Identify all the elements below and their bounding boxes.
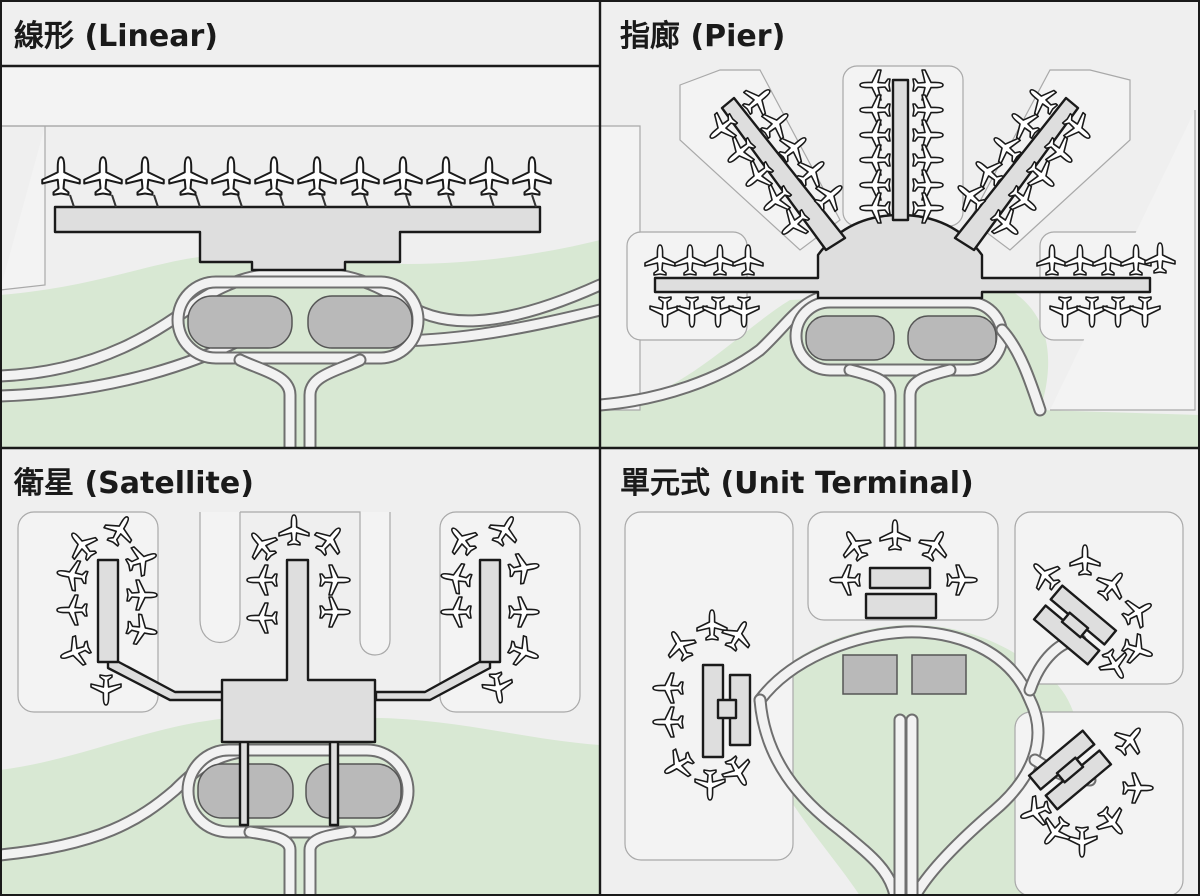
parking-lot	[805, 315, 895, 361]
panel-linear: 線形 (Linear)	[0, 19, 600, 448]
parking-lot	[907, 315, 997, 361]
pier-northeast	[953, 96, 1080, 252]
parking-lot	[307, 295, 413, 349]
panel-title-pier: 指廊 (Pier)	[620, 19, 785, 54]
panel-title-linear: 線形 (Linear)	[14, 19, 218, 54]
parking-lot	[305, 763, 402, 819]
unit-terminal-north	[864, 566, 938, 620]
satellite-main-terminal	[220, 558, 377, 744]
jet-bridges-linear	[69, 194, 537, 208]
pier-north	[891, 78, 910, 222]
satellite-west	[96, 558, 120, 664]
unit-terminal-southeast	[1027, 729, 1113, 811]
roads-linear	[0, 265, 600, 448]
satellite-east	[478, 558, 502, 664]
unit-terminal-west	[701, 663, 752, 759]
panel-title-satellite: 衛星 (Satellite)	[13, 466, 254, 501]
parking-lot	[187, 295, 293, 349]
linear-terminal	[53, 205, 542, 272]
panel-title-unit: 單元式 (Unit Terminal)	[620, 466, 974, 501]
pier-northwest	[720, 96, 847, 252]
unit-terminal-northeast	[1032, 584, 1118, 666]
parking-lot	[842, 654, 967, 695]
panel-satellite: 衛星 (Satellite)	[0, 466, 600, 896]
panel-unit: 單元式 (Unit Terminal)	[620, 466, 1184, 896]
panel-pier: 指廊 (Pier)	[600, 19, 1200, 448]
